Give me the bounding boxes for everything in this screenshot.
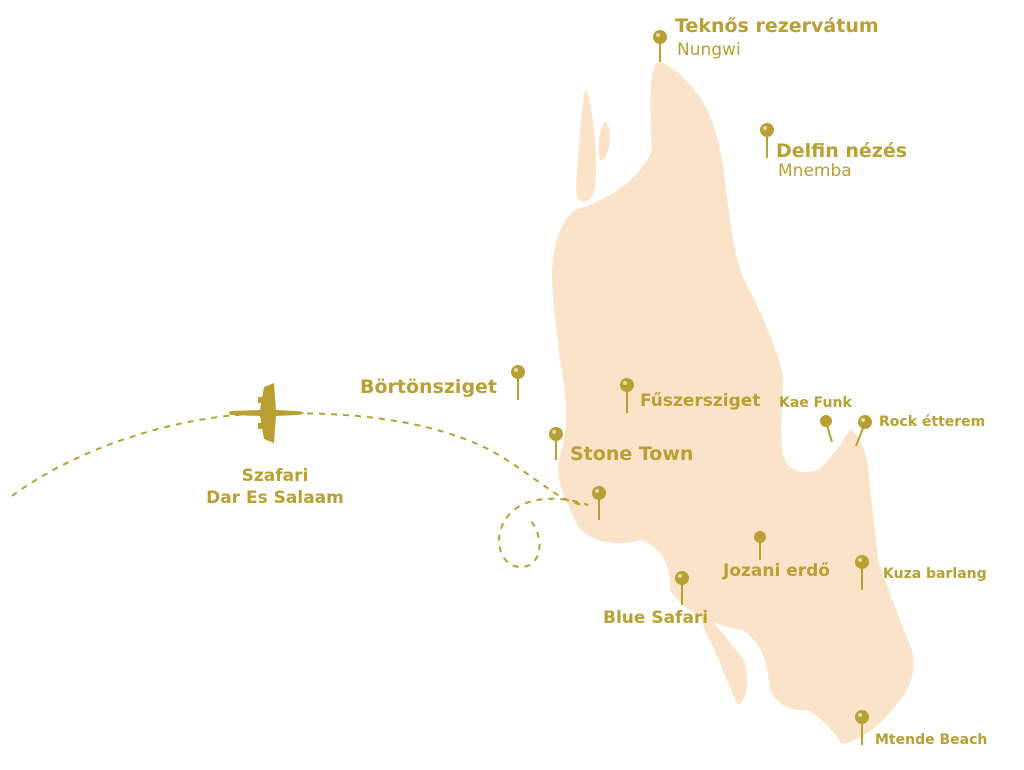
pin-turtle[interactable] bbox=[653, 30, 667, 62]
map-pin-icon bbox=[592, 486, 606, 500]
label-safari-line1: Szafari bbox=[241, 466, 309, 486]
label-safari[interactable]: Szafari Dar Es Salaam bbox=[205, 465, 345, 509]
map-pin-icon bbox=[855, 710, 869, 724]
pin-spice[interactable] bbox=[620, 378, 634, 413]
pin-kuza[interactable] bbox=[855, 555, 869, 590]
map-pin-icon bbox=[653, 30, 667, 44]
label-dolphin-watching[interactable]: Delfin nézés bbox=[776, 140, 908, 162]
islet-north bbox=[598, 121, 610, 161]
map-pin-icon bbox=[820, 415, 832, 427]
map-pin-icon bbox=[858, 415, 872, 429]
map-pin-icon bbox=[855, 555, 869, 569]
map-pin-icon bbox=[675, 571, 689, 585]
label-jozani-forest[interactable]: Jozani erdő bbox=[723, 561, 830, 581]
label-turtle-reserve[interactable]: Teknős rezervátum bbox=[675, 15, 879, 37]
flight-route bbox=[11, 412, 589, 568]
label-prison-island[interactable]: Börtönsziget bbox=[360, 376, 498, 398]
airplane-icon bbox=[229, 383, 304, 443]
label-kae-funk[interactable]: Kae Funk bbox=[779, 395, 852, 411]
pin-mtende[interactable] bbox=[855, 710, 869, 745]
label-nungwi: Nungwi bbox=[677, 40, 741, 60]
label-spice-island[interactable]: Fűszersziget bbox=[640, 391, 761, 411]
label-safari-line2: Dar Es Salaam bbox=[206, 488, 344, 508]
label-blue-safari[interactable]: Blue Safari bbox=[603, 608, 709, 628]
pin-arrival[interactable] bbox=[592, 486, 606, 520]
map-pin-icon bbox=[760, 123, 774, 137]
label-kuza-cave[interactable]: Kuza barlang bbox=[883, 566, 987, 582]
pin-stonetown[interactable] bbox=[549, 427, 563, 460]
label-rock-restaurant[interactable]: Rock étterem bbox=[879, 414, 986, 430]
islet-northwest bbox=[575, 89, 597, 202]
map-pin-icon bbox=[754, 531, 766, 543]
pin-prison[interactable] bbox=[511, 365, 525, 400]
label-mnemba: Mnemba bbox=[778, 161, 852, 181]
pin-bluesafari[interactable] bbox=[675, 571, 689, 605]
pin-jozani[interactable] bbox=[754, 531, 766, 560]
map-pin-icon bbox=[620, 378, 634, 392]
zanzibar-island bbox=[552, 62, 914, 744]
pin-kae[interactable] bbox=[820, 415, 833, 443]
map-pin-icon bbox=[549, 427, 563, 441]
map-pin-icon bbox=[511, 365, 525, 379]
label-stone-town[interactable]: Stone Town bbox=[570, 443, 694, 465]
pin-dolphin[interactable] bbox=[760, 123, 774, 158]
islet-southwest bbox=[699, 605, 748, 705]
label-mtende-beach[interactable]: Mtende Beach bbox=[875, 732, 988, 748]
pin-rock[interactable] bbox=[855, 415, 872, 447]
